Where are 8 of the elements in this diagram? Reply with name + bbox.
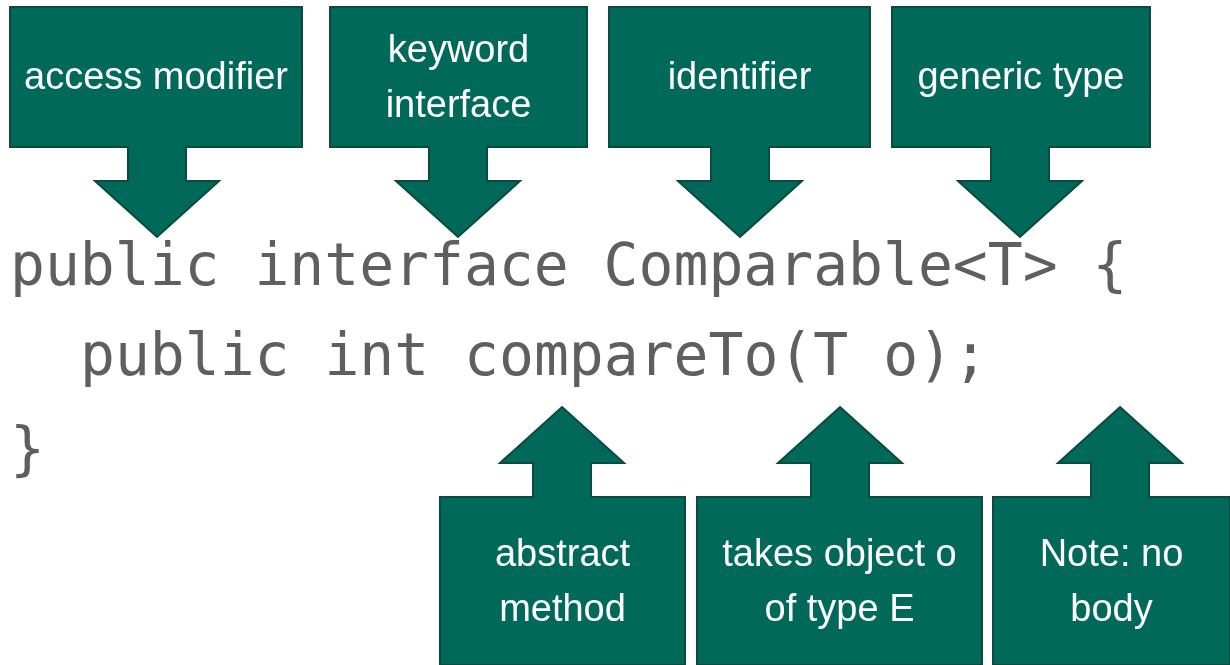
callout-text: generic type — [916, 54, 1126, 100]
callout-text: takes object o of type E — [721, 530, 958, 631]
callout-text: keyword interface — [384, 26, 533, 127]
callout-text: Note: no body — [1038, 530, 1185, 631]
code-line: } — [10, 420, 45, 478]
callout-text: identifier — [666, 54, 813, 100]
callout-text: abstract method — [493, 530, 632, 631]
callout-text: access modifier — [23, 54, 289, 100]
